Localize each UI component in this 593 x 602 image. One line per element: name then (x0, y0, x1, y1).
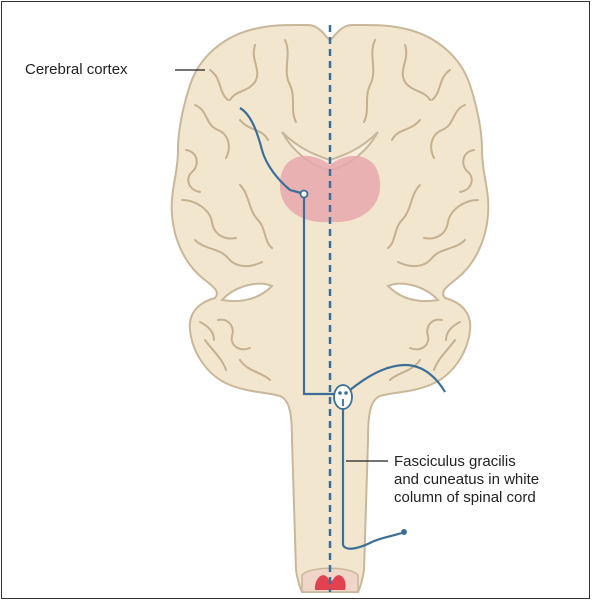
cerebral-cortex-label: Cerebral cortex (25, 61, 128, 79)
nucleus-dot-left (338, 391, 342, 395)
nucleus-dot-right (344, 391, 348, 395)
fasciculus-label: Fasciculus gracilis and cuneatus in whit… (394, 453, 584, 507)
thalamus (280, 156, 380, 222)
receptor-end (401, 529, 407, 535)
thalamic-synapse (301, 191, 308, 198)
